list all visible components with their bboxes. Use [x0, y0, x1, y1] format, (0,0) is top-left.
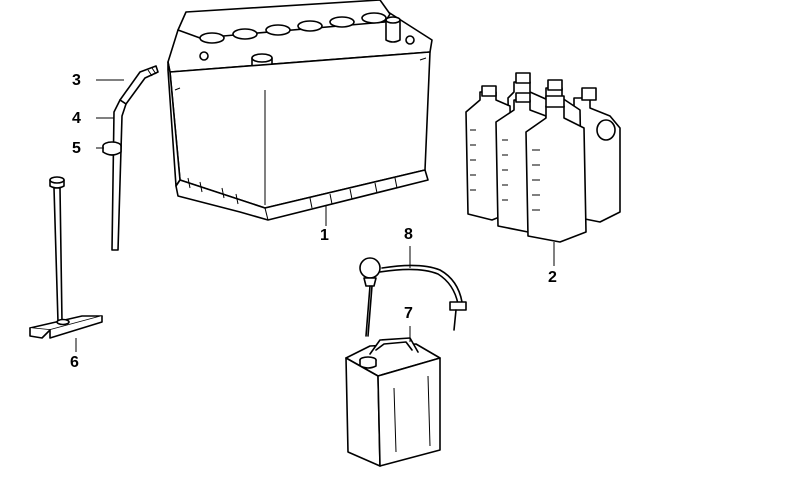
bottles-drawing — [465, 72, 621, 243]
label-part-4: 4 — [72, 110, 81, 127]
hold-down-drawing — [29, 176, 103, 339]
label-part-3: 3 — [72, 72, 81, 89]
filler-pump-drawing — [359, 257, 467, 337]
label-part-1: 1 — [320, 227, 329, 244]
battery-drawing — [167, 0, 433, 221]
label-part-7: 7 — [404, 305, 413, 322]
label-part-2: 2 — [548, 269, 557, 286]
label-part-8: 8 — [404, 226, 413, 243]
leader-lines — [75, 79, 555, 352]
canister-drawing — [345, 337, 441, 467]
label-part-6: 6 — [70, 354, 79, 371]
vent-hose-drawing — [102, 65, 159, 251]
label-part-5: 5 — [72, 140, 81, 157]
